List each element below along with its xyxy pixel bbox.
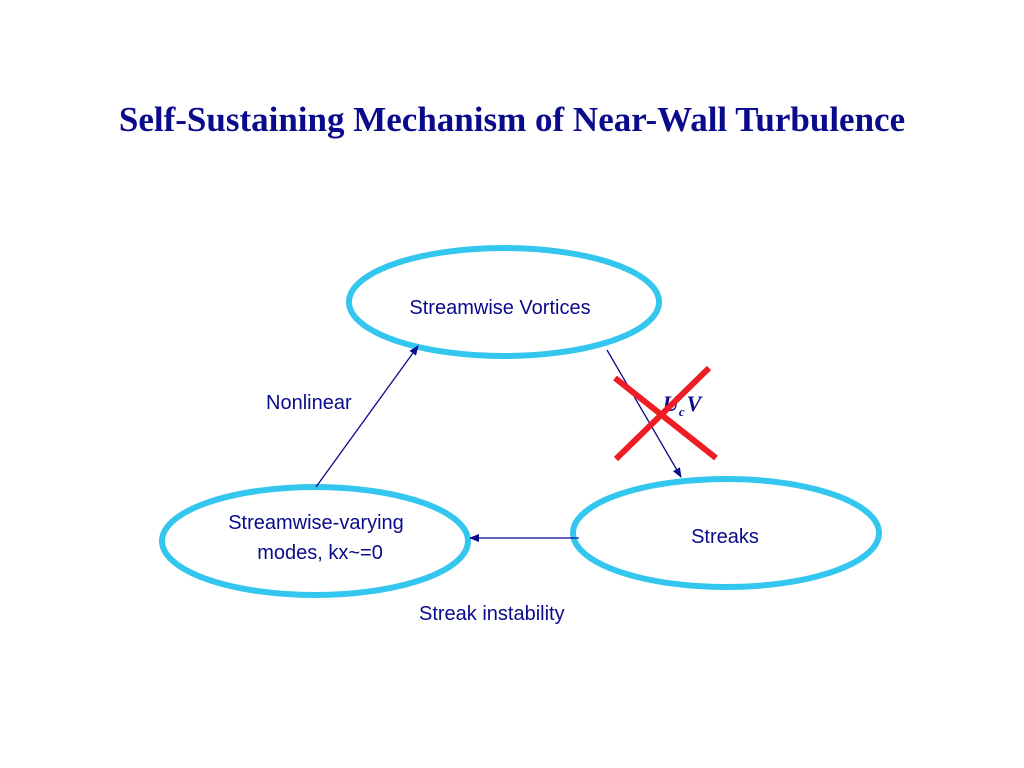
arrow-nonlinear	[315, 345, 419, 488]
cross-mark-icon	[613, 365, 718, 462]
label-streak-instability: Streak instability	[419, 603, 565, 625]
node-streaks	[570, 476, 882, 590]
node-streamwise-vortices-label: Streamwise Vortices	[409, 297, 590, 319]
node-streaks-label: Streaks	[691, 526, 759, 548]
label-nonlinear: Nonlinear	[266, 392, 352, 414]
node-streamwise-varying-modes	[159, 484, 471, 598]
node-streamwise-vortices	[346, 245, 662, 359]
math-sub-c: c	[679, 404, 685, 419]
node-streamwise-varying-label-line1: Streamwise-varying	[228, 512, 404, 534]
node-streamwise-varying-label-line2: modes, kx~=0	[257, 542, 383, 564]
math-v: V	[687, 391, 704, 416]
slide-title: Self-Sustaining Mechanism of Near-Wall T…	[118, 100, 906, 139]
arrow-vortices-to-streaks	[606, 349, 682, 478]
